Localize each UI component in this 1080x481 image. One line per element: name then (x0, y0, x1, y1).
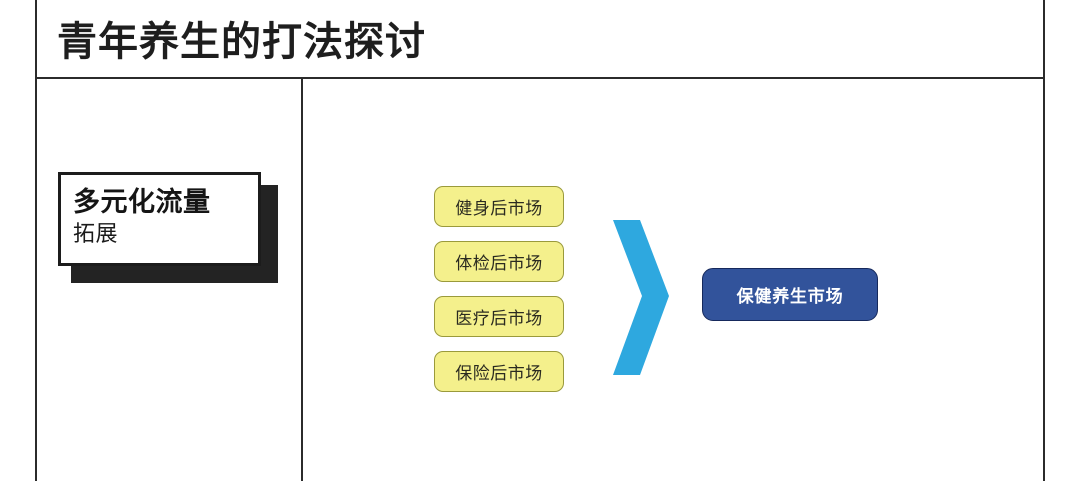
frame-left-border (35, 0, 37, 481)
source-chip-health-checkup: 体检后市场 (434, 241, 564, 282)
column-divider-line (301, 79, 303, 481)
destination-box-health-market: 保健养生市场 (702, 268, 878, 321)
chevron-right-icon (610, 220, 672, 375)
source-chip-fitness: 健身后市场 (434, 186, 564, 227)
title-divider-line (35, 77, 1045, 79)
section-label-box: 多元化流量 拓展 (58, 172, 261, 266)
page-title: 青年养生的打法探讨 (57, 20, 426, 64)
frame-right-border (1043, 0, 1045, 481)
source-chip-medical: 医疗后市场 (434, 296, 564, 337)
section-label-line-2: 拓展 (73, 221, 119, 246)
source-chip-insurance: 保险后市场 (434, 351, 564, 392)
section-label-line-1: 多元化流量 (73, 187, 211, 217)
